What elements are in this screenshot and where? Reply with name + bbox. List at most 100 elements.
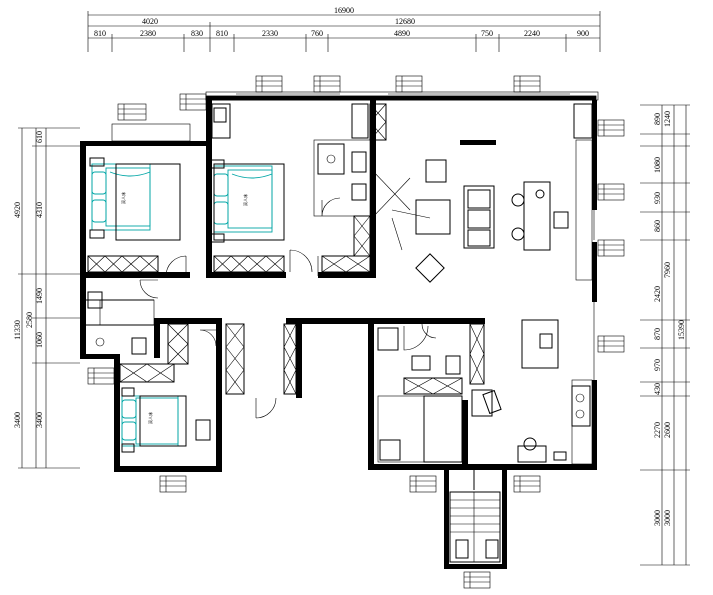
window-tag-right-2 [597, 183, 625, 201]
bathroom-upper [313, 139, 371, 217]
window-tag-right-1 [597, 119, 625, 137]
dim-seg-5: 2330 [262, 29, 278, 38]
left-dimension-chain: 4920 11330 3400 610 4310 1490 2580 1060 … [13, 127, 80, 469]
armchair-2 [415, 253, 445, 283]
sink-icon [87, 291, 103, 309]
window-tag-bottom-1 [159, 475, 187, 493]
window-tag-top-3 [255, 75, 283, 93]
dim-right-2: 1240 [663, 111, 672, 127]
dim-left-outer-1: 4920 [13, 202, 22, 218]
dim-seg-4: 810 [216, 29, 228, 38]
dim-total: 16900 [334, 6, 354, 15]
dim-left-inner-2: 4310 [35, 202, 44, 218]
living-room-furniture [371, 140, 496, 283]
dim-right-3: 1080 [653, 157, 662, 173]
windows [81, 93, 595, 471]
window-tag-top-left [117, 103, 147, 121]
dim-right-outer-2: 15390 [677, 320, 686, 340]
armchair [425, 159, 447, 183]
dim-right-4: 930 [653, 192, 662, 204]
window-tag-bottom-3 [513, 475, 541, 493]
bed-label-2: 双人床 [242, 194, 248, 206]
dim-seg-9: 2240 [524, 29, 540, 38]
closet-bedroom-3 [167, 323, 189, 365]
dim-right-1: 890 [653, 113, 662, 125]
dim-right-8: 970 [653, 359, 662, 371]
dim-seg-2: 2380 [140, 29, 156, 38]
right-ticks [640, 104, 690, 566]
closet-vertical-1 [353, 215, 371, 257]
wardrobe-bedroom-2 [213, 255, 285, 273]
dim-seg-7: 4890 [394, 29, 410, 38]
window-tag-bottom-2 [409, 475, 437, 493]
wardrobe-bedroom-1 [87, 255, 159, 273]
closet-hall-2 [283, 323, 297, 395]
bed-icon-1: 双人床 [91, 163, 181, 241]
window-tag-right-4 [597, 335, 625, 353]
dim-left-outer-3: 3400 [13, 412, 22, 428]
bed-label-3: 双人床 [147, 412, 153, 424]
dim-seg-10: 900 [577, 29, 589, 38]
dim-seg-1: 810 [94, 29, 106, 38]
sink-icon [351, 183, 367, 201]
dining-table-icon [511, 181, 569, 251]
exterior-walls [80, 95, 597, 569]
coffee-table [415, 199, 451, 235]
shower-icon [377, 327, 399, 351]
closet-bedroom-3b [119, 363, 175, 383]
right-dimension-chain: 890 1240 1080 930 860 2420 870 970 430 2… [640, 104, 690, 566]
lower-middle-room [377, 389, 502, 463]
closet-lower-mid [403, 377, 463, 395]
dim-left-outer-2: 11330 [13, 320, 22, 340]
dim-right-10: 2270 [653, 422, 662, 438]
toilet-icon [131, 337, 147, 355]
kitchen [517, 385, 591, 463]
dim-right-5: 860 [653, 220, 662, 232]
sink-icon [411, 355, 431, 371]
window-tags [87, 75, 625, 589]
bed-label-1: 双人床 [120, 192, 126, 204]
window-tag-top-5 [395, 75, 423, 93]
toilet-icon [351, 151, 367, 173]
top-fixtures [211, 103, 593, 139]
closet-lower-right [469, 323, 485, 385]
dim-left-inner-3: 1490 [35, 288, 44, 304]
dim-seg-6: 760 [311, 29, 323, 38]
top-dimension-chain: 16900 4020 12680 810 2380 830 810 2330 7… [87, 6, 601, 52]
closet-vertical-2 [369, 103, 387, 141]
dim-left-inner-5: 1060 [35, 332, 44, 348]
toilet-icon [445, 355, 461, 375]
bathroom-lower [377, 325, 461, 375]
dim-right-9: 430 [653, 383, 662, 395]
window-tag-top-4 [313, 75, 341, 93]
dim-right-outer-1: 7960 [663, 262, 672, 278]
dim-seg-8: 750 [481, 29, 493, 38]
window-tag-top-2 [179, 93, 207, 111]
window-tag-left-low [87, 367, 115, 385]
window-tag-right-3 [597, 239, 625, 257]
dim-seg-3: 830 [191, 29, 203, 38]
dim-right-7: 870 [653, 328, 662, 340]
wardrobe-bath-1 [321, 255, 371, 273]
sofa-icon [463, 185, 495, 249]
dim-left-inner-4: 2580 [25, 312, 34, 328]
nightstands [89, 157, 225, 453]
door-swing [139, 249, 437, 419]
bed-icon-3: 双人床 [121, 395, 187, 447]
dim-top-right: 12680 [395, 17, 415, 26]
bed-icon-2: 双人床 [213, 163, 285, 241]
dim-top-left: 4020 [142, 17, 158, 26]
bathroom-left [87, 291, 147, 355]
shower-icon [317, 143, 345, 175]
dim-right-11: 2600 [663, 422, 672, 438]
dim-right-12: 3000 [653, 510, 662, 526]
window-tag-top-6 [513, 75, 541, 93]
stair-icon [449, 470, 501, 563]
dim-left-inner-6: 3400 [35, 412, 44, 428]
study-desk [521, 319, 559, 369]
dim-right-6: 2420 [653, 286, 662, 302]
dim-right-outer-3: 3000 [663, 510, 672, 526]
top-segment-ticks [111, 34, 567, 52]
window-tag-bottom-4 [463, 571, 491, 589]
